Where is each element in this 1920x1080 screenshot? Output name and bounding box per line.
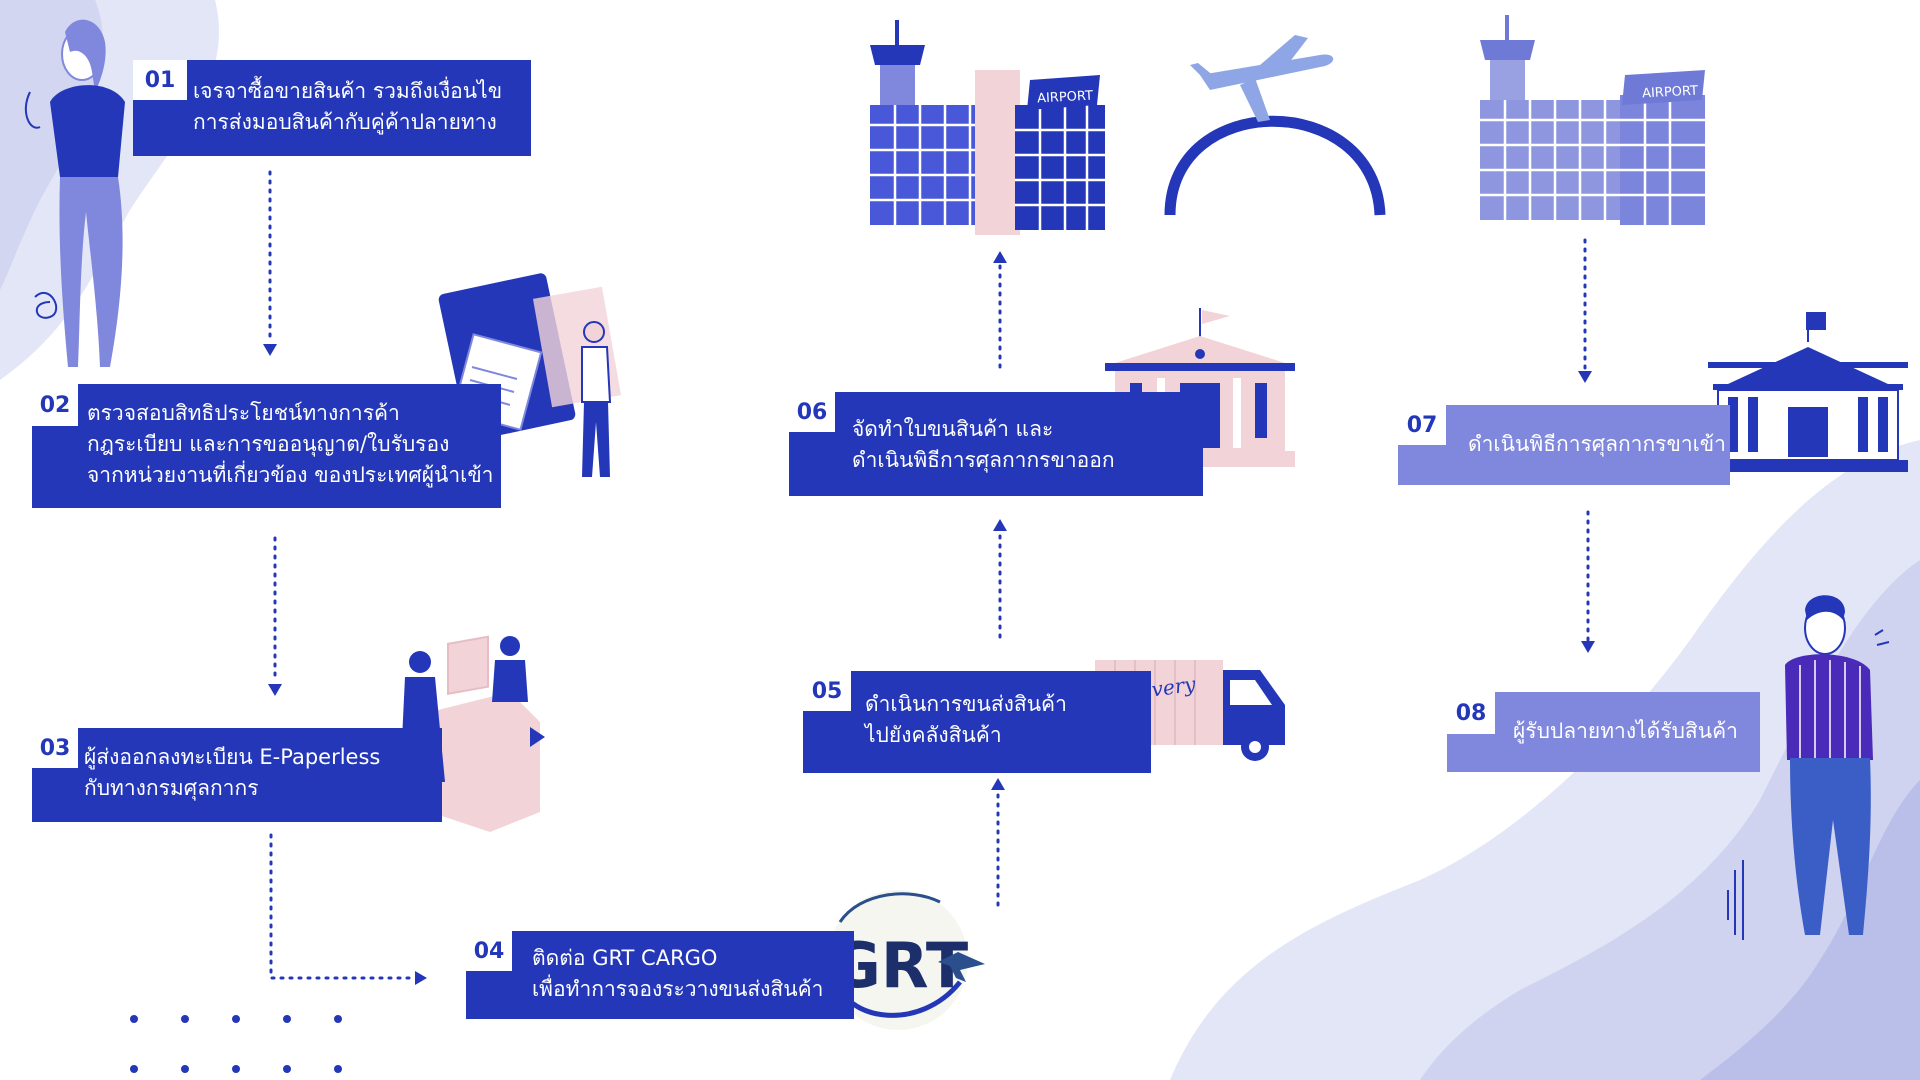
step-07-box: 07 ดำเนินพิธีการศุลกากรขาเข้า [1398, 405, 1730, 485]
airport-sign-right: AIRPORT [1642, 84, 1699, 102]
step-04-line-1: ติดต่อ GRT CARGO [532, 946, 718, 970]
step-01-line-2: การส่งมอบสินค้ากับคู่ค้าปลายทาง [193, 110, 497, 134]
step-06-line-1: จัดทำใบขนสินค้า และ [852, 417, 1054, 441]
step-06-number: 06 [789, 392, 835, 432]
step-02-line-1: ตรวจสอบสิทธิประโยชน์ทางการค้า [87, 401, 400, 425]
step-02-line-2: กฎระเบียบ และการขออนุญาต/ใบรับรอง [87, 432, 450, 456]
step-05-line-2: ไปยังคลังสินค้า [865, 723, 1002, 747]
step-02-line-3: จากหน่วยงานที่เกี่ยวข้อง ของประเทศผู้นำเ… [87, 463, 494, 487]
step-01-box: 01 เจรจาซื้อขายสินค้า รวมถึงเงื่อนไข การ… [133, 60, 531, 156]
step-05-text: ดำเนินการขนส่งสินค้า ไปยังคลังสินค้า [865, 689, 1067, 751]
step-03-text: ผู้ส่งออกลงทะเบียน E-Paperless กับทางกรม… [84, 742, 380, 804]
airport-terminal-left-illustration: AIRPORT [870, 20, 1105, 235]
step-06-box: 06 จัดทำใบขนสินค้า และ ดำเนินพิธีการศุลก… [789, 392, 1203, 496]
step-04-text: ติดต่อ GRT CARGO เพื่อทำการจองระวางขนส่ง… [532, 943, 823, 1005]
step-05-line-1: ดำเนินการขนส่งสินค้า [865, 692, 1067, 716]
step-02-text: ตรวจสอบสิทธิประโยชน์ทางการค้า กฎระเบียบ … [87, 398, 493, 491]
step-02-number: 02 [32, 384, 78, 426]
step-01-line-1: เจรจาซื้อขายสินค้า รวมถึงเงื่อนไข [193, 79, 503, 103]
documents-person-illustration [438, 273, 622, 477]
customs-building-import-illustration [1708, 312, 1908, 472]
step-03-box: 03 ผู้ส่งออกลงทะเบียน E-Paperless กับทาง… [32, 728, 442, 822]
step-01-text: เจรจาซื้อขายสินค้า รวมถึงเงื่อนไข การส่ง… [193, 76, 502, 138]
step-08-text: ผู้รับปลายทางได้รับสินค้า [1513, 716, 1738, 747]
step-06-text: จัดทำใบขนสินค้า และ ดำเนินพิธีการศุลกากร… [852, 414, 1115, 476]
airport-sign-left: AIRPORT [1037, 89, 1094, 107]
step-04-line-2: เพื่อทำการจองระวางขนส่งสินค้า [532, 977, 824, 1001]
woman-thinking-illustration [24, 19, 125, 367]
dot-grid [130, 1015, 342, 1073]
airplane-arc-illustration [1164, 35, 1386, 216]
step-07-line-1: ดำเนินพิธีการศุลกากรขาเข้า [1468, 432, 1726, 456]
step-08-line-1: ผู้รับปลายทางได้รับสินค้า [1513, 719, 1738, 743]
step-01-number: 01 [133, 60, 187, 100]
step-03-line-2: กับทางกรมศุลกากร [84, 776, 259, 800]
step-06-line-2: ดำเนินพิธีการศุลกากรขาออก [852, 448, 1115, 472]
step-02-box: 02 ตรวจสอบสิทธิประโยชน์ทางการค้า กฎระเบี… [32, 384, 501, 508]
step-05-number: 05 [803, 671, 851, 711]
step-03-number: 03 [32, 728, 78, 768]
step-04-box: 04 ติดต่อ GRT CARGO เพื่อทำการจองระวางขน… [466, 931, 854, 1019]
step-08-box: 08 ผู้รับปลายทางได้รับสินค้า [1447, 692, 1760, 772]
airport-terminal-right-illustration: AIRPORT [1480, 15, 1705, 225]
step-08-number: 08 [1447, 692, 1495, 734]
step-05-box: 05 ดำเนินการขนส่งสินค้า ไปยังคลังสินค้า [803, 671, 1151, 773]
man-thinking-illustration [1727, 595, 1890, 940]
step-07-text: ดำเนินพิธีการศุลกากรขาเข้า [1468, 429, 1726, 460]
step-03-line-1: ผู้ส่งออกลงทะเบียน E-Paperless [84, 745, 381, 769]
step-04-number: 04 [466, 931, 512, 971]
step-07-number: 07 [1398, 405, 1446, 445]
